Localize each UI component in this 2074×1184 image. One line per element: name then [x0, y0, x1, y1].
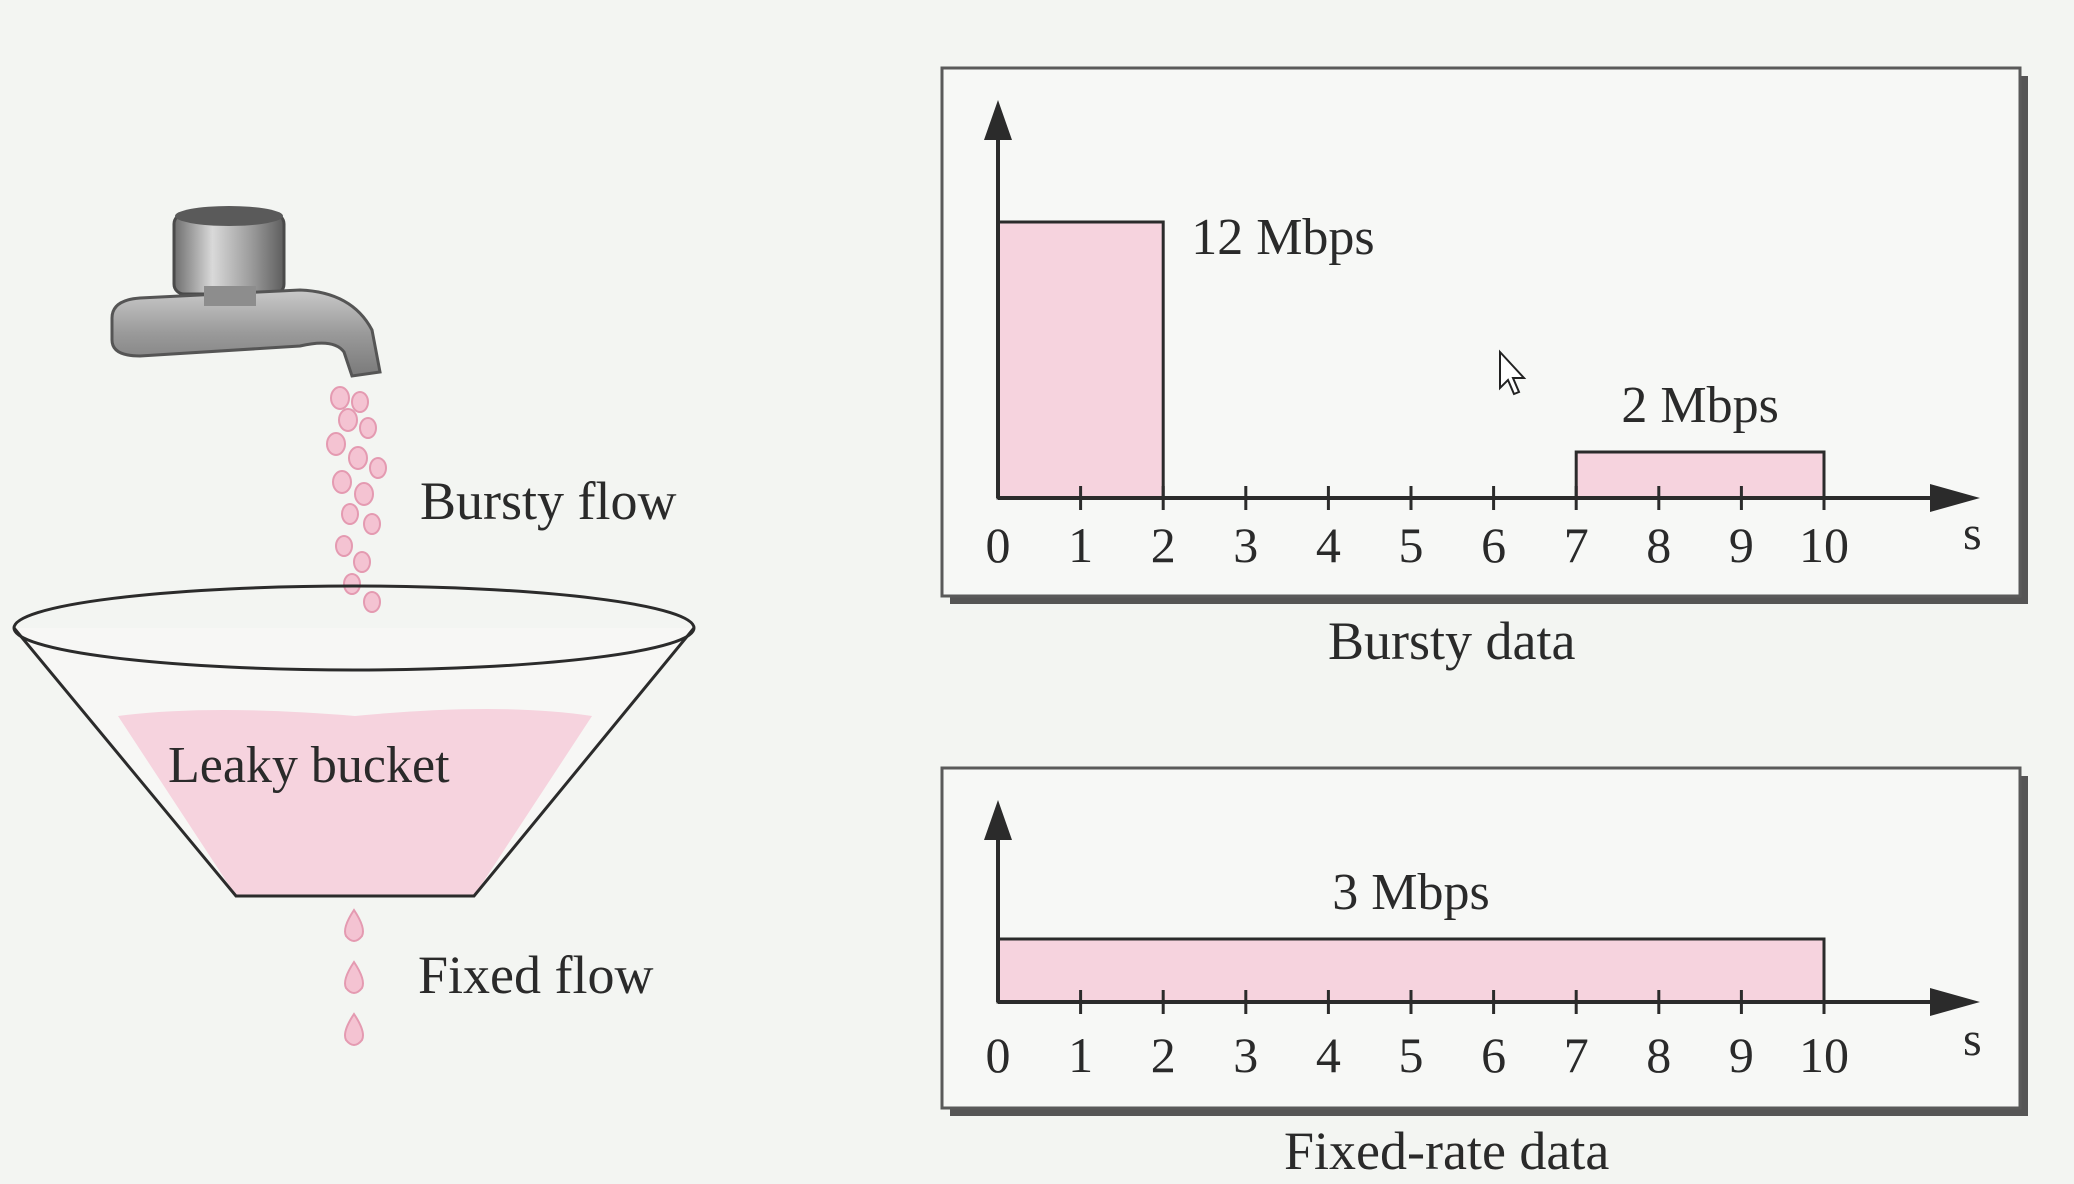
x-tick-label: 9	[1728, 1027, 1754, 1083]
x-tick-label: 0	[985, 1027, 1011, 1083]
water-drop-icon	[344, 908, 364, 1046]
bucket-icon	[12, 584, 696, 898]
x-axis-unit-label: s	[1963, 1013, 1982, 1066]
x-tick-label: 3	[1233, 1027, 1259, 1083]
chart-title: Fixed-rate data	[1284, 1121, 1610, 1181]
x-tick-label: 4	[1315, 1027, 1341, 1083]
bar-value-label: 12 Mbps	[1191, 209, 1375, 266]
x-tick-label: 2	[1150, 1027, 1176, 1083]
x-tick-label: 8	[1646, 517, 1672, 573]
x-tick-label: 2	[1150, 517, 1176, 573]
y-axis-arrow	[984, 800, 1012, 840]
x-tick-label: 4	[1315, 517, 1341, 573]
x-tick-label: 1	[1068, 1027, 1094, 1083]
x-tick-label: 9	[1728, 517, 1754, 573]
x-tick-label: 1	[1068, 517, 1094, 573]
x-tick-label: 0	[985, 517, 1011, 573]
x-tick-label: 6	[1481, 517, 1507, 573]
faucet-icon	[110, 206, 382, 378]
water-drop-icon	[326, 386, 387, 613]
x-tick-label: 3	[1233, 517, 1259, 573]
x-tick-label: 5	[1398, 517, 1424, 573]
x-tick-label: 6	[1481, 1027, 1507, 1083]
x-tick-label: 7	[1563, 1027, 1589, 1083]
fixed-flow-label: Fixed flow	[418, 945, 654, 1005]
x-tick-label: 8	[1646, 1027, 1672, 1083]
x-tick-label: 5	[1398, 1027, 1424, 1083]
y-axis-arrow	[984, 100, 1012, 140]
x-tick-label: 7	[1563, 517, 1589, 573]
chart-title: Bursty data	[1328, 611, 1576, 671]
x-axis-arrow	[1930, 484, 1980, 512]
bar-value-label: 3 Mbps	[1332, 864, 1490, 921]
leaky-bucket-label: Leaky bucket	[168, 737, 450, 794]
bursty-flow-label: Bursty flow	[420, 471, 677, 531]
bar-value-label: 2 Mbps	[1621, 377, 1779, 434]
x-tick-label: 10	[1799, 517, 1849, 573]
x-tick-label: 10	[1799, 1027, 1849, 1083]
x-axis-unit-label: s	[1963, 507, 1982, 560]
x-axis-arrow	[1930, 988, 1980, 1016]
